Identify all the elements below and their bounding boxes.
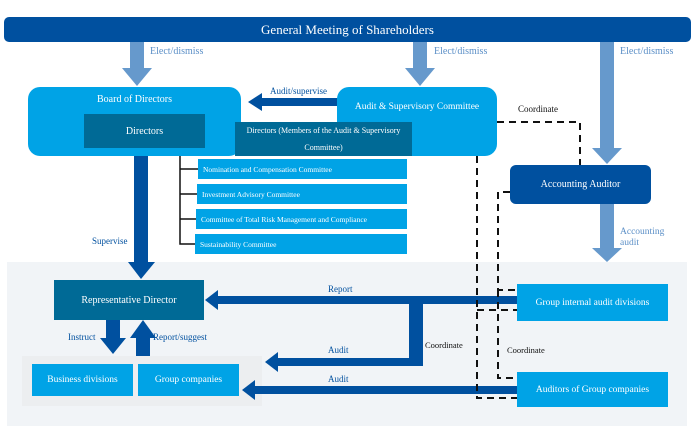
representative-director-box: Representative Director (54, 280, 204, 320)
elect-dismiss-label: Elect/dismiss (434, 46, 488, 57)
group-companies-box: Group companies (138, 364, 239, 396)
business-divisions-box: Business divisions (32, 364, 133, 396)
supervise-arrow (128, 156, 155, 279)
committee-label: Sustainability Committee (200, 239, 277, 249)
elect-dismiss-arrow-audit-committee (405, 40, 435, 86)
accounting-auditor-label: Accounting Auditor (540, 179, 621, 190)
coordinate-label: Coordinate (507, 345, 545, 355)
accounting-audit-label: Accounting audit (620, 227, 665, 248)
accounting-auditor-box: Accounting Auditor (510, 165, 651, 204)
report-label: Report (328, 284, 353, 294)
report-suggest-arrow (130, 320, 156, 356)
coordinate-line-committee-group-auditors (476, 156, 517, 399)
group-auditors-box: Auditors of Group companies (517, 372, 668, 407)
committee-label: Investment Advisory Committee (202, 189, 300, 199)
elect-dismiss-label: Elect/dismiss (620, 46, 674, 57)
directors-box: Directors (84, 114, 205, 148)
accounting-audit-arrow (592, 204, 622, 262)
coordinate-line-internal-group-auditors (497, 290, 517, 379)
instruct-arrow (100, 320, 126, 354)
committee-sustainability: Sustainability Committee (195, 234, 407, 254)
audit-supervisory-committee-label: Audit & Supervisory Committee (354, 102, 480, 112)
general-meeting-title: General Meeting of Shareholders (261, 21, 434, 37)
elect-dismiss-label: Elect/dismiss (150, 46, 204, 57)
coordinate-line-audit-accounting (497, 121, 581, 166)
representative-director-label: Representative Director (81, 294, 177, 306)
audit-committee-members-label: Directors (Members of the Audit & Superv… (246, 126, 401, 152)
audit-arrow-business (265, 300, 423, 372)
audit-label: Audit (328, 374, 349, 384)
group-internal-audit-box: Group internal audit divisions (517, 284, 668, 321)
audit-supervise-arrow (248, 93, 340, 111)
general-meeting-box: General Meeting of Shareholders (4, 17, 691, 42)
group-internal-audit-label: Group internal audit divisions (535, 297, 650, 308)
audit-committee-members-box: Directors (Members of the Audit & Superv… (235, 122, 412, 156)
report-suggest-label: Report/suggest (153, 332, 207, 342)
instruct-label: Instruct (68, 332, 96, 342)
group-auditors-label: Auditors of Group companies (535, 384, 650, 395)
committee-risk-compliance: Committee of Total Risk Management and C… (196, 209, 407, 229)
group-companies-label: Group companies (154, 375, 223, 385)
board-of-directors-label: Board of Directors (97, 94, 172, 105)
elect-dismiss-arrow-board (122, 40, 152, 86)
committee-label: Committee of Total Risk Management and C… (201, 214, 367, 224)
audit-label: Audit (328, 345, 349, 355)
elect-dismiss-arrow-accounting-auditor (592, 40, 622, 164)
coordinate-label: Coordinate (425, 340, 463, 350)
directors-label: Directors (125, 125, 164, 137)
coordinate-dashed-lines (476, 121, 581, 399)
coordinate-label: Coordinate (518, 104, 558, 114)
committee-label: Nomination and Compensation Committee (203, 164, 332, 174)
business-divisions-label: Business divisions (47, 375, 118, 385)
audit-arrow-group (242, 380, 517, 400)
coordinate-line-accounting-internal (497, 191, 517, 291)
report-arrow (205, 290, 517, 310)
supervise-label: Supervise (92, 236, 128, 246)
committee-nomination-compensation: Nomination and Compensation Committee (198, 159, 407, 179)
audit-supervise-label: Audit/supervise (270, 86, 327, 96)
committee-investment-advisory: Investment Advisory Committee (197, 184, 407, 204)
